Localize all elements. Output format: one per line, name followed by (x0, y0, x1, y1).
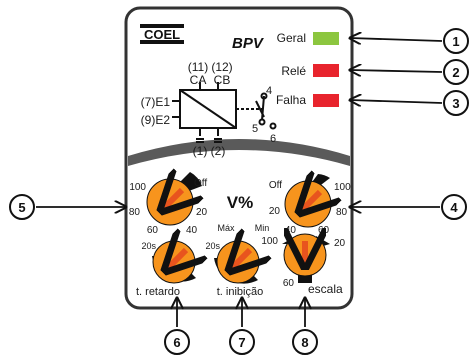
relay-pin-11: (11) (188, 60, 208, 74)
led-geral (313, 32, 339, 45)
relay-label-cb: CB (214, 73, 231, 87)
tick-40: 40 (285, 225, 297, 236)
callout-5: 5 (9, 194, 35, 220)
inibicao-tick-max: Máx (217, 223, 235, 233)
callout-4: 4 (441, 194, 467, 220)
knob-t-retardo[interactable] (152, 241, 196, 284)
model-label: BPV (232, 35, 265, 52)
knob-escala[interactable] (282, 234, 330, 283)
tick-20: 20 (269, 206, 281, 217)
tick-20: 20 (196, 207, 208, 218)
tick-60: 60 (318, 225, 330, 236)
tick-off: Off (194, 178, 207, 189)
tick-100: 100 (334, 182, 351, 193)
voltage-percent-label: V% (227, 193, 253, 212)
retardo-tick-20s: 20s (141, 241, 156, 251)
svg-text:6: 6 (173, 335, 180, 350)
callout-2: 2 (443, 59, 469, 85)
knob-right-voltage[interactable] (284, 174, 331, 228)
led-rele (313, 64, 339, 77)
relay-pin-2: (2) (211, 144, 226, 158)
escala-tick-100: 100 (261, 236, 278, 247)
svg-text:7: 7 (238, 335, 245, 350)
relay-pin-1: (1) (193, 144, 208, 158)
led-label-rele: Relé (281, 64, 306, 78)
relay-label-ca: CA (190, 73, 207, 87)
svg-text:5: 5 (18, 200, 25, 215)
brand-text: COEL (144, 27, 180, 42)
callout-arrows (36, 38, 443, 327)
relay-pin-12: (12) (211, 60, 232, 74)
relay-schematic (172, 82, 277, 143)
t-retardo-label: t. retardo (136, 286, 180, 298)
tick-80: 80 (336, 207, 348, 218)
knob-t-inibicao[interactable] (214, 241, 259, 284)
coel-logo: COEL (140, 24, 184, 44)
svg-text:2: 2 (452, 65, 459, 80)
separator-band (128, 139, 350, 166)
contact-6: 6 (270, 133, 276, 145)
contact-5: 5 (252, 123, 258, 135)
svg-text:1: 1 (452, 34, 459, 49)
svg-text:4: 4 (450, 200, 458, 215)
led-label-geral: Geral (277, 31, 306, 45)
callout-7: 7 (229, 329, 255, 355)
callout-8: 8 (292, 329, 318, 355)
led-label-falha: Falha (276, 93, 306, 107)
tick-off: Off (269, 180, 282, 191)
relay-input-e2: (9)E2 (141, 113, 171, 127)
inibicao-tick-20s: 20s (205, 241, 220, 251)
relay-input-e1: (7)E1 (141, 95, 171, 109)
callout-3: 3 (443, 90, 469, 116)
tick-40: 40 (186, 225, 198, 236)
t-inibicao-label: t. inibição (217, 286, 263, 298)
svg-text:8: 8 (301, 335, 308, 350)
inibicao-tick-min: Min (255, 223, 270, 233)
callout-1: 1 (443, 28, 469, 54)
tick-100: 100 (129, 182, 146, 193)
contact-4: 4 (266, 85, 272, 97)
tick-60: 60 (147, 225, 159, 236)
knob-left-voltage[interactable] (146, 172, 202, 226)
svg-text:3: 3 (452, 96, 459, 111)
escala-label: escala (308, 282, 343, 296)
escala-tick-20: 20 (334, 238, 346, 249)
led-falha (313, 94, 339, 107)
callout-6: 6 (164, 329, 190, 355)
tick-80: 80 (129, 207, 141, 218)
escala-tick-60: 60 (283, 278, 295, 289)
